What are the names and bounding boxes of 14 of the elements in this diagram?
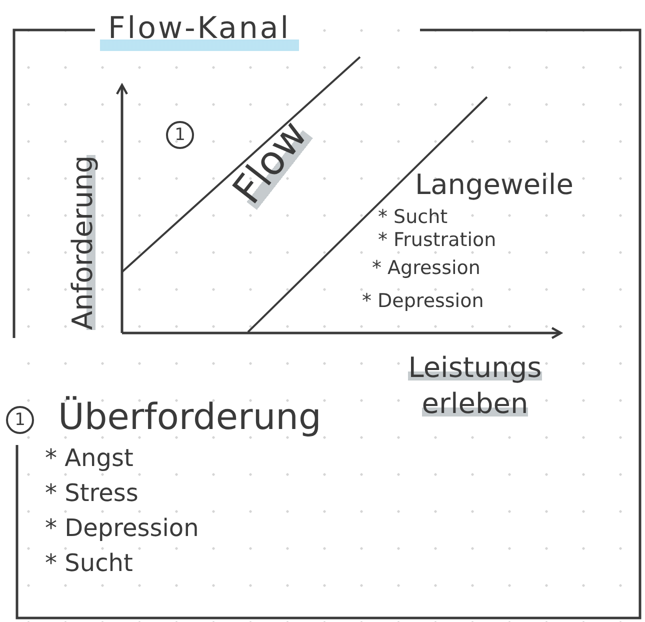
list-item: * Angst <box>45 445 134 472</box>
list-item: * Stress <box>45 480 138 506</box>
axis-label: Anforderung <box>68 155 99 330</box>
region-heading: Langeweile <box>415 170 574 201</box>
list-item: * Sucht <box>45 550 133 576</box>
region-heading: Überforderung <box>58 398 322 438</box>
list-item: * Depression <box>362 291 484 312</box>
list-item: * Sucht <box>378 207 448 228</box>
list-item: * Frustration <box>378 230 496 251</box>
callout-number: 1 <box>166 121 194 149</box>
title: Flow-Kanal <box>100 12 299 51</box>
callout-number: 1 <box>6 406 34 434</box>
list-item: * Agression <box>372 258 480 279</box>
list-item: * Depression <box>45 515 199 542</box>
